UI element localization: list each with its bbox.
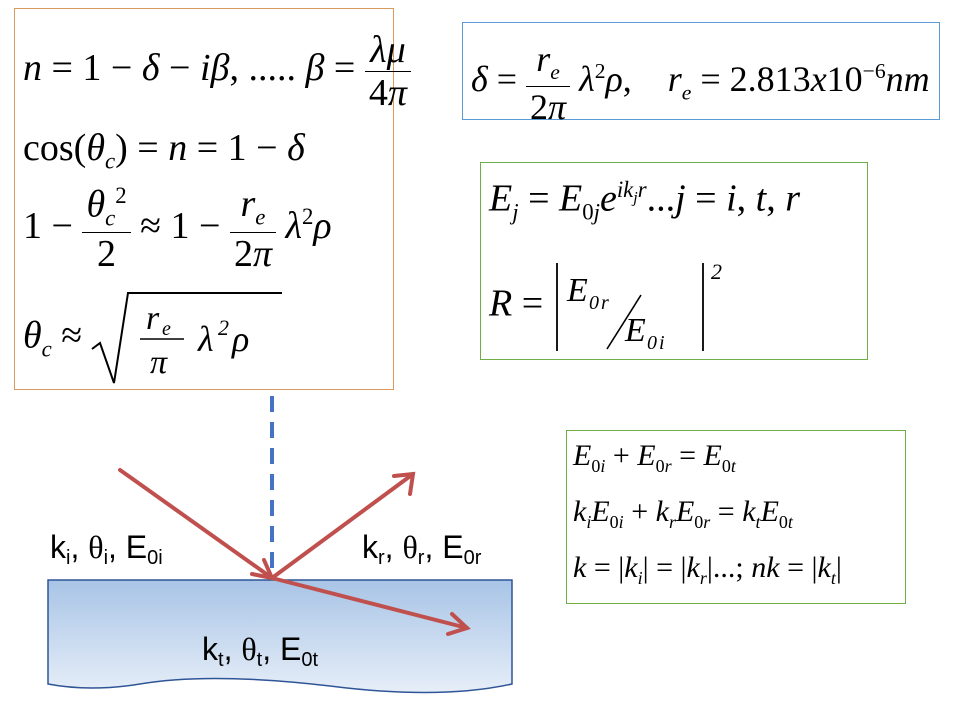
reflected-ray [270, 471, 416, 580]
field-continuity-equation: E0i + E0r = E0t [573, 439, 736, 476]
svg-text:λ: λ [197, 319, 214, 359]
svg-text:2: 2 [218, 315, 229, 340]
svg-text:0: 0 [589, 292, 599, 314]
wavevector-continuity-equation: kiE0i + krE0r = ktE0t [573, 495, 793, 532]
svg-text:r: r [601, 292, 609, 314]
svg-text:0: 0 [647, 332, 657, 354]
boundary-conditions-box: E0i + E0r = E0t kiE0i + krE0r = ktE0t k … [566, 430, 906, 604]
svg-text:i: i [659, 332, 665, 354]
reflectivity-equation: R = E 0 r E 0 i 2 [489, 259, 733, 354]
reflectivity-fraction: E 0 r E 0 i 2 [555, 259, 722, 354]
critical-angle-result-equation: θc ≈ r e π λ 2 ρ [23, 291, 282, 387]
transmitted-ray [270, 576, 471, 636]
svg-text:e: e [162, 318, 171, 340]
square-root-sign: r e π λ 2 ρ [91, 292, 282, 384]
svg-text:E: E [566, 272, 588, 309]
cos-critical-angle-equation: cos(θc) = n = 1 − δ [23, 127, 305, 174]
svg-text:2: 2 [711, 259, 722, 284]
svg-text:E: E [624, 312, 646, 349]
svg-text:ρ: ρ [231, 319, 249, 359]
wavevector-magnitude-equation: k = |ki| = |kr|...; nk = |kt| [573, 551, 842, 588]
reflected-label: kr, θr, E0r [362, 529, 482, 569]
svg-text:π: π [150, 344, 168, 381]
svg-text:r: r [146, 300, 160, 337]
incident-label: ki, θi, E0i [50, 529, 163, 569]
electric-field-equation: Ej = E0jeikjr...j = i, t, r [489, 177, 801, 225]
field-reflectivity-box: Ej = E0jeikjr...j = i, t, r R = E 0 r E … [480, 162, 868, 360]
